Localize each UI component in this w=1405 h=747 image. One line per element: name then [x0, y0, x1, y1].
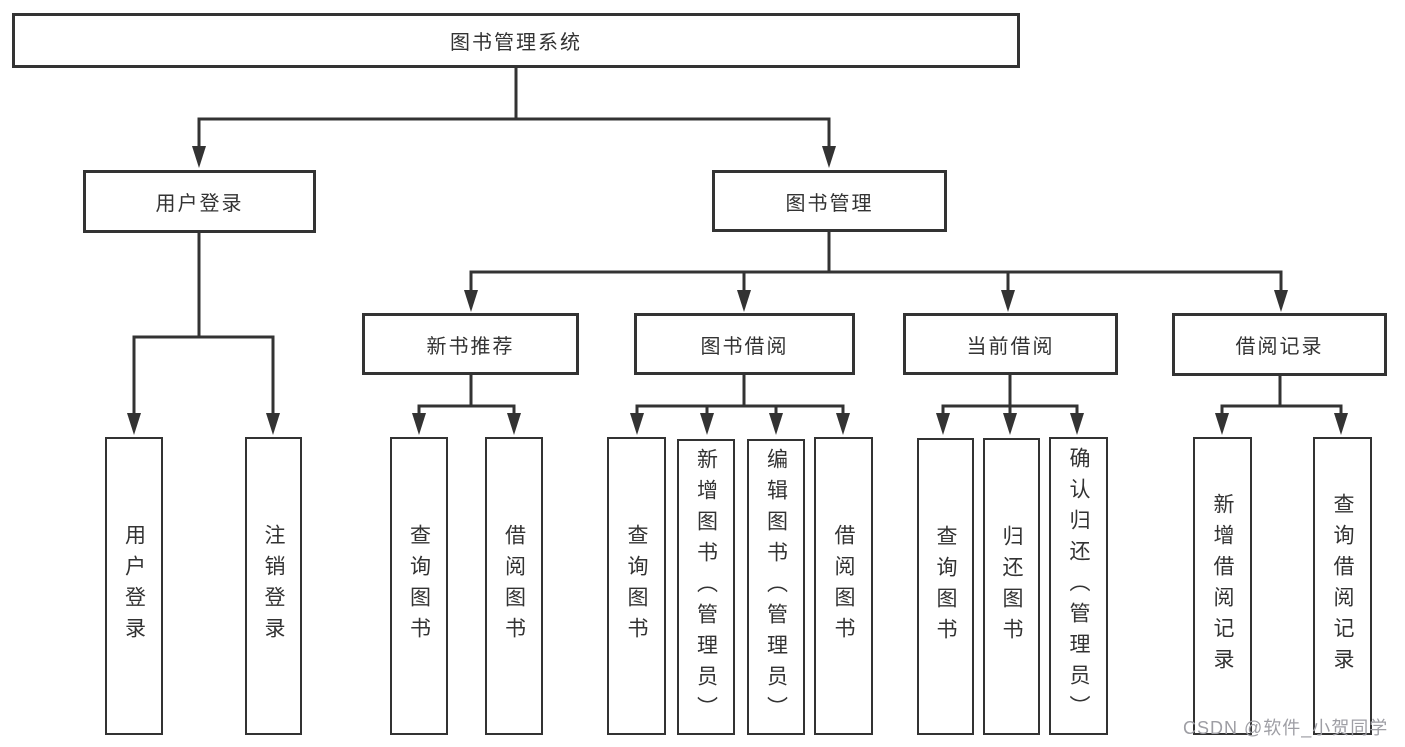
leaf-return-book: 归还图书 [983, 438, 1040, 735]
leaf-user-login-label: 用户登录 [122, 524, 146, 648]
leaf-query-borrow-record: 查询借阅记录 [1313, 437, 1372, 735]
node-book-management-label: 图书管理 [785, 192, 874, 215]
connector-arrowheads [127, 146, 1348, 435]
leaf-add-book-admin-label: 新增图书（管理员） [694, 447, 718, 727]
leaf-query-book-current-label: 查询图书 [934, 524, 957, 649]
node-root-system: 图书管理系统 [12, 13, 1020, 68]
leaf-return-book-label: 归还图书 [1000, 524, 1023, 649]
node-borrow-records: 借阅记录 [1172, 313, 1387, 376]
node-user-login: 用户登录 [83, 170, 316, 233]
leaf-add-borrow-record-label: 新增借阅记录 [1211, 493, 1234, 679]
node-book-management: 图书管理 [712, 170, 947, 232]
leaf-borrow-book-label: 借阅图书 [832, 524, 855, 648]
node-new-book-recommend-label: 新书推荐 [426, 335, 515, 358]
leaf-edit-book-admin: 编辑图书（管理员） [747, 439, 805, 735]
node-book-borrowing-label: 图书借阅 [700, 335, 789, 358]
leaf-logout-label: 注销登录 [262, 524, 285, 648]
leaf-borrow-book-recommend: 借阅图书 [485, 437, 543, 735]
node-user-login-label: 用户登录 [155, 193, 244, 215]
leaf-confirm-return-admin: 确认归还（管理员） [1049, 437, 1108, 735]
leaf-confirm-return-admin-label: 确认归还（管理员） [1067, 446, 1090, 726]
leaf-query-book-recommend-label: 查询图书 [407, 524, 431, 648]
leaf-query-book-borrowing-label: 查询图书 [625, 524, 648, 648]
leaf-logout: 注销登录 [245, 437, 302, 735]
connector-paths [132, 68, 1343, 417]
node-root-label: 图书管理系统 [450, 32, 582, 54]
node-new-book-recommend: 新书推荐 [362, 313, 579, 375]
leaf-edit-book-admin-label: 编辑图书（管理员） [764, 447, 788, 727]
leaf-query-book-recommend: 查询图书 [390, 437, 448, 735]
leaf-add-book-admin: 新增图书（管理员） [677, 439, 735, 735]
leaf-query-book-current: 查询图书 [917, 438, 974, 735]
node-current-borrowing: 当前借阅 [903, 313, 1118, 375]
node-current-borrowing-label: 当前借阅 [966, 335, 1055, 358]
leaf-user-login: 用户登录 [105, 437, 163, 735]
leaf-query-book-borrowing: 查询图书 [607, 437, 666, 735]
node-book-borrowing: 图书借阅 [634, 313, 855, 375]
leaf-add-borrow-record: 新增借阅记录 [1193, 437, 1252, 735]
leaf-borrow-book: 借阅图书 [814, 437, 873, 735]
leaf-query-borrow-record-label: 查询借阅记录 [1331, 493, 1354, 679]
leaf-borrow-book-recommend-label: 借阅图书 [502, 524, 526, 648]
node-borrow-records-label: 借阅记录 [1235, 336, 1324, 358]
csdn-watermark: CSDN @软件_小贺同学 [1183, 718, 1389, 738]
